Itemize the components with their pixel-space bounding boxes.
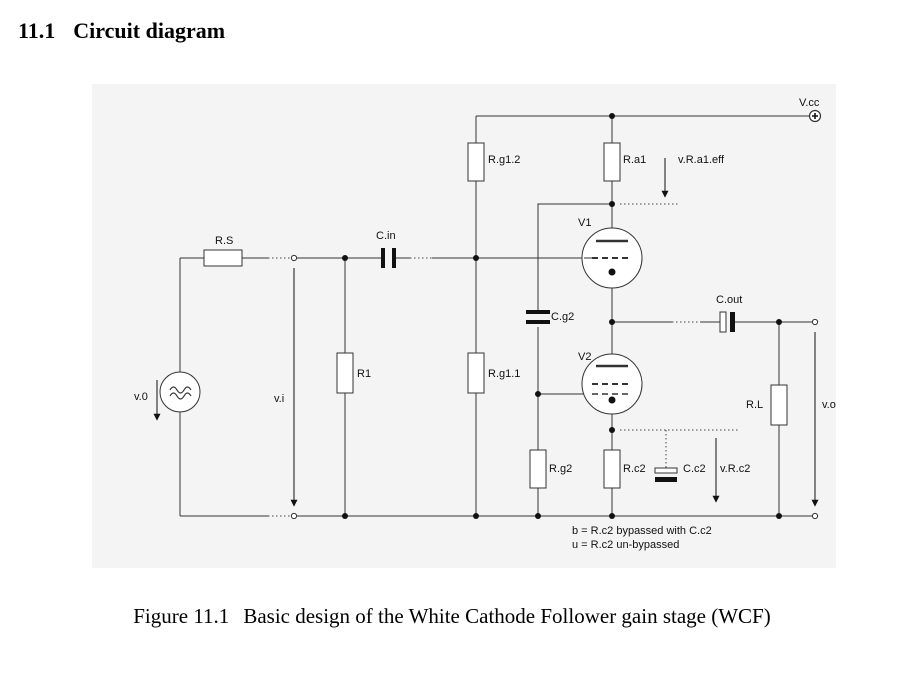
- label-cc2: C.c2: [683, 463, 706, 475]
- source-v0: [159, 371, 201, 413]
- figure-caption-text: Basic design of the White Cathode Follow…: [243, 604, 771, 628]
- resistor-ra1: [603, 142, 621, 182]
- section-number: 11.1: [18, 18, 56, 43]
- label-r1: R1: [357, 368, 371, 380]
- diagram-background: [92, 84, 836, 568]
- terminal-output-bottom: [811, 512, 819, 520]
- resistor-rg11: [467, 352, 485, 394]
- tube-v1: [581, 227, 643, 289]
- label-v1: V1: [578, 217, 591, 229]
- capacitor-cout: [719, 311, 735, 333]
- terminal-input-bottom: [290, 512, 298, 520]
- label-rl: R.L: [746, 399, 763, 411]
- label-cg2: C.g2: [551, 311, 574, 323]
- vcc-terminal: [808, 109, 822, 123]
- label-ra1: R.a1: [623, 154, 646, 166]
- section-title: Circuit diagram: [73, 18, 226, 43]
- tube-v2: [581, 353, 643, 415]
- label-rg11: R.g1.1: [488, 368, 520, 380]
- resistor-rg12: [467, 142, 485, 182]
- label-v2: V2: [578, 351, 591, 363]
- dotted-lines: [268, 203, 740, 517]
- resistor-r1: [336, 352, 354, 394]
- resistors: [203, 142, 788, 489]
- voltage-arrows: [153, 158, 819, 507]
- junctions: [342, 113, 782, 519]
- resistor-rc2: [603, 449, 621, 489]
- resistor-rg2: [529, 449, 547, 489]
- label-cin: C.in: [376, 230, 396, 242]
- wires: [179, 115, 812, 517]
- label-v0: v.0: [134, 391, 148, 403]
- terminal-output-top: [811, 318, 819, 326]
- resistor-rl: [770, 384, 788, 426]
- section-heading: 11.1 Circuit diagram: [18, 18, 225, 44]
- wire-cg2: [537, 203, 612, 516]
- capacitor-cin: [381, 248, 396, 268]
- figure-number: Figure 11.1: [133, 604, 230, 628]
- label-rg2: R.g2: [549, 463, 572, 475]
- note-bypassed: b = R.c2 bypassed with C.c2: [572, 525, 712, 537]
- label-rg12: R.g1.2: [488, 154, 520, 166]
- capacitor-cc2: [654, 467, 678, 482]
- label-vcc: V.cc: [799, 97, 820, 109]
- label-vrc2: v.R.c2: [720, 463, 750, 475]
- label-vi: v.i: [274, 393, 284, 405]
- label-vra1eff: v.R.a1.eff: [678, 154, 725, 166]
- figure-caption: Figure 11.1 Basic design of the White Cat…: [0, 604, 904, 629]
- capacitor-cg2: [526, 310, 550, 324]
- label-cout: C.out: [716, 294, 742, 306]
- label-rs: R.S: [215, 235, 233, 247]
- note-unbypassed: u = R.c2 un-bypassed: [572, 539, 679, 551]
- resistor-rs: [203, 249, 243, 267]
- label-vo: v.o: [822, 399, 836, 411]
- terminals: [290, 254, 819, 520]
- terminal-input-top: [290, 254, 298, 262]
- label-rc2: R.c2: [623, 463, 646, 475]
